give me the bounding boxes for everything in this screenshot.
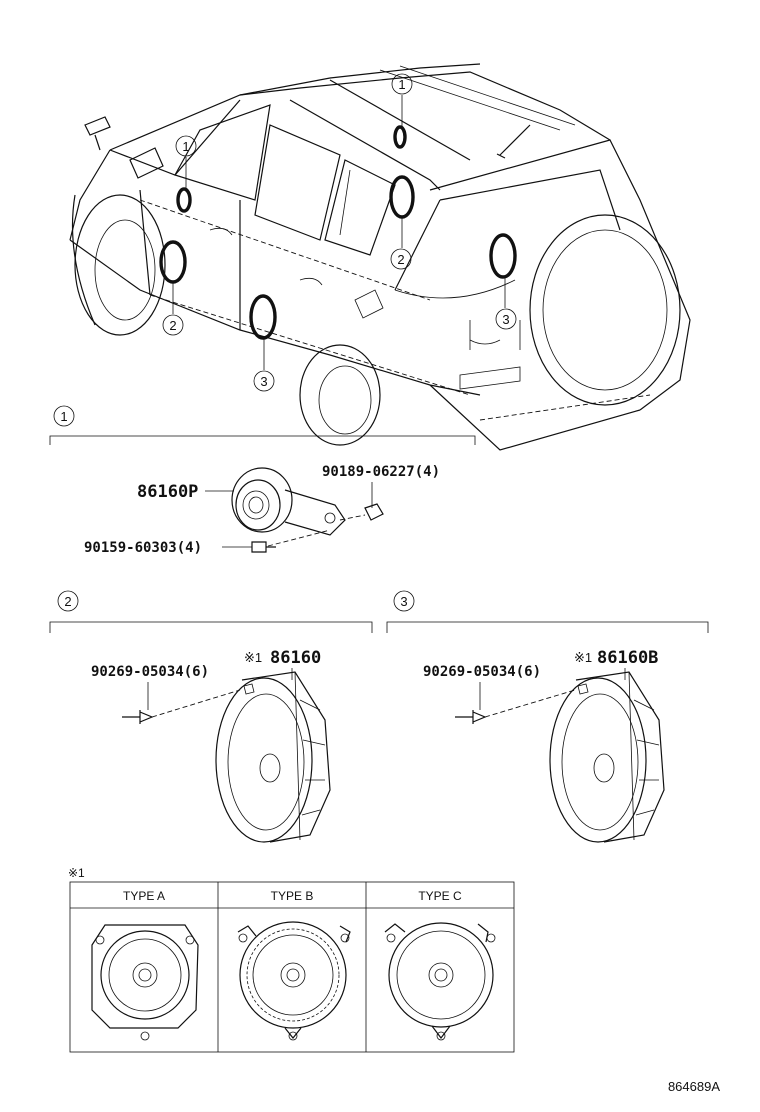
callout-3-rear: 3 (495, 308, 517, 330)
part-86160P-label: 86160P (137, 482, 198, 502)
part-rivet-label-3: 90269-05034(6) (423, 664, 541, 680)
part-86160B-label: 86160B (597, 648, 658, 668)
type-b-speaker (237, 921, 351, 1041)
speaker-location-tweeter-rear (393, 125, 407, 149)
drawing-code: 864689A (668, 1079, 720, 1094)
part-86160-label: 86160 (270, 648, 321, 668)
types-note-mark: ※1 (68, 866, 85, 880)
speaker-location-rear-door-1 (249, 294, 277, 340)
callout-1-rear: 1 (391, 73, 413, 95)
section-2-number: 2 (64, 594, 71, 609)
section-2-front-door-speaker: 2 90269-05034(6) ※1 86160 (49, 590, 373, 843)
section-3-number: 3 (400, 594, 407, 609)
front-door-speaker-illustration (215, 671, 331, 843)
section-1-number: 1 (60, 409, 67, 424)
svg-text:2: 2 (397, 252, 404, 267)
part-screw-label: 90159-60303(4) (84, 540, 202, 556)
svg-text:3: 3 (260, 374, 267, 389)
part-clip-label: 90189-06227(4) (322, 464, 440, 480)
speaker-location-front-door-2 (389, 175, 415, 219)
type-b-header: TYPE B (271, 889, 314, 903)
callout-2-rear: 2 (390, 248, 412, 270)
type-c-header: TYPE C (418, 889, 462, 903)
svg-text:2: 2 (169, 318, 176, 333)
callout-2-front: 2 (162, 314, 184, 336)
svg-text:1: 1 (182, 139, 189, 154)
note-mark-3: ※1 (574, 650, 592, 665)
type-c-speaker (384, 922, 496, 1041)
type-a-speaker (91, 924, 199, 1041)
tweeter-illustration (231, 467, 384, 553)
speaker-location-tweeter-front (176, 187, 192, 213)
vehicle-illustration: 1 1 2 2 3 3 (69, 63, 691, 451)
speaker-types-table: ※1 TYPE A TYPE B TYPE C (68, 866, 515, 1053)
callout-1-front: 1 (175, 135, 197, 157)
callout-3-front: 3 (253, 370, 275, 392)
section-1-tweeter: 1 86160P 90189-06227(4) 90159-60303(4) (49, 405, 476, 556)
speaker-location-rear-door-2 (489, 233, 517, 279)
rear-door-speaker-illustration (549, 671, 665, 843)
note-mark-2: ※1 (244, 650, 262, 665)
section-3-rear-door-speaker: 3 90269-05034(6) ※1 86160B (386, 590, 709, 843)
svg-text:3: 3 (502, 312, 509, 327)
type-a-header: TYPE A (123, 889, 165, 903)
svg-text:1: 1 (398, 77, 405, 92)
part-rivet-label-2: 90269-05034(6) (91, 664, 209, 680)
